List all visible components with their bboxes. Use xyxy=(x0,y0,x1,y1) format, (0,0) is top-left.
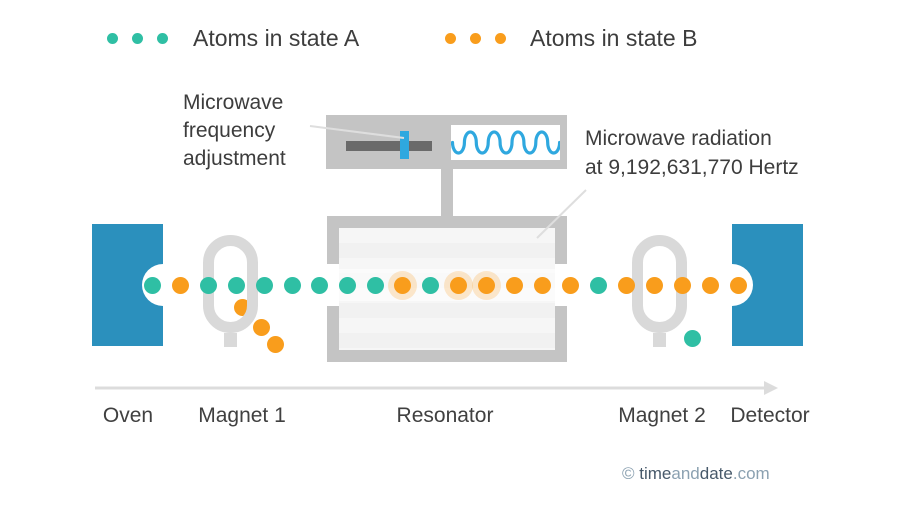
atom-dot-state-b xyxy=(645,276,663,294)
label-detector: Detector xyxy=(730,404,810,427)
atom-dot-state-a xyxy=(421,276,439,294)
atom-dot-state-b xyxy=(701,276,719,294)
atom-dot-state-b xyxy=(673,276,691,294)
frequency-adjustment-line1: Microwave xyxy=(183,91,284,114)
resonator-frame-left-lower xyxy=(327,306,339,362)
legend-state-b-dot-icon xyxy=(470,33,481,44)
atom-dot-state-b xyxy=(617,276,635,294)
label-magnet-1: Magnet 1 xyxy=(198,404,286,427)
frequency-adjustment-line2: frequency xyxy=(183,119,276,142)
frequency-slider-handle xyxy=(400,131,409,159)
copyright: © timeanddate.com xyxy=(622,464,770,484)
generator-stem xyxy=(441,169,453,216)
legend-state-a-dot-icon xyxy=(107,33,118,44)
frequency-adjustment-label: Microwave frequency adjustment xyxy=(183,89,286,173)
legend-state-b-label: Atoms in state B xyxy=(530,25,698,51)
atom-dot-state-a xyxy=(683,329,701,347)
atom-dot-state-a xyxy=(199,276,217,294)
atom-dot-state-b xyxy=(252,318,270,336)
microwave-radiation-label: Microwave radiation at 9,192,631,770 Her… xyxy=(585,124,799,182)
atom-dot-state-a xyxy=(366,276,384,294)
atom-dot-state-b xyxy=(477,276,495,294)
atom-dot-state-b xyxy=(729,276,747,294)
label-oven: Oven xyxy=(102,404,154,427)
copyright-date: date xyxy=(699,464,733,483)
label-resonator: Resonator xyxy=(396,404,494,427)
resonator-frame-top xyxy=(327,216,567,228)
resonator-frame-right-lower xyxy=(555,306,567,362)
microwave-radiation-line1: Microwave radiation xyxy=(585,127,772,150)
atom-dot-state-a xyxy=(227,276,245,294)
atom-dot-state-b xyxy=(393,276,411,294)
atom-dot-state-b xyxy=(266,335,284,353)
resonator-frame-bottom xyxy=(327,350,567,362)
microwave-radiation-line2: at 9,192,631,770 Hertz xyxy=(585,156,799,179)
atom-dot-state-b xyxy=(171,276,189,294)
magnet-2-stem xyxy=(653,333,666,347)
atom-dot-state-a xyxy=(589,276,607,294)
atom-dot-state-b xyxy=(533,276,551,294)
resonator-frame-left-upper xyxy=(327,216,339,264)
atom-dot-state-a xyxy=(143,276,161,294)
atom-dot-state-a xyxy=(255,276,273,294)
legend-state-a-label: Atoms in state A xyxy=(193,25,360,51)
copyright-and: and xyxy=(671,464,700,483)
wave-display xyxy=(450,125,562,160)
frequency-slider-track xyxy=(346,141,432,151)
legend-state-b-dot-icon xyxy=(495,33,506,44)
frequency-adjustment-line3: adjustment xyxy=(183,147,286,170)
atom-dot-state-a xyxy=(310,276,328,294)
atom-dot-state-b xyxy=(561,276,579,294)
atom-dot-state-a xyxy=(283,276,301,294)
microwave-wave-icon xyxy=(450,130,562,155)
copyright-com: .com xyxy=(732,464,770,483)
legend-state-a-dot-icon xyxy=(157,33,168,44)
label-magnet-2: Magnet 2 xyxy=(618,404,706,427)
legend-state-a-dot-icon xyxy=(132,33,143,44)
copyright-symbol: © xyxy=(622,464,635,483)
atom-dot-state-b xyxy=(505,276,523,294)
legend-state-b-dot-icon xyxy=(445,33,456,44)
atom-dot-state-a xyxy=(338,276,356,294)
copyright-time: time xyxy=(639,464,672,483)
atom-dot-state-b xyxy=(449,276,467,294)
magnet-1-stem xyxy=(224,333,237,347)
